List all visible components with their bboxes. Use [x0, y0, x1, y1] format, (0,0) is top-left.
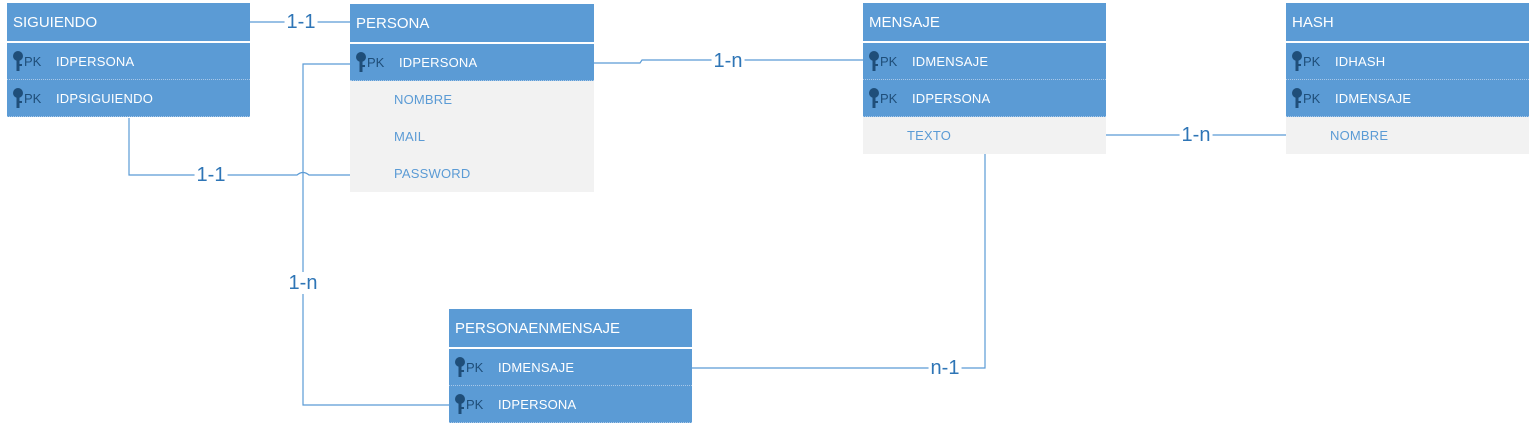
- pk-label: PK: [24, 53, 42, 69]
- entity-title: MENSAJE: [863, 3, 1106, 43]
- field-name: IDHASH: [1335, 53, 1386, 69]
- edge-persona-personaenmensaje: [302, 63, 450, 406]
- cardinality-persona-personaenmensaje: 1-n: [286, 272, 320, 294]
- key-icon: [13, 88, 23, 108]
- edge-persona-mensaje: [594, 59, 863, 64]
- pk-row-idpersona[interactable]: PK IDPERSONA: [449, 386, 692, 423]
- field-name: IDPERSONA: [498, 396, 577, 412]
- field-name: IDPSIGUIENDO: [56, 90, 154, 106]
- field-name: IDPERSONA: [399, 54, 478, 70]
- entity-siguiendo[interactable]: SIGUIENDO PK IDPERSONA PK IDPSIGUIENDO: [7, 3, 250, 117]
- pk-row-idpersona[interactable]: PK IDPERSONA: [7, 43, 250, 80]
- cardinality-siguiendo-persona-bottom: 1-1: [194, 164, 228, 186]
- pk-row-idhash[interactable]: PK IDHASH: [1286, 43, 1529, 80]
- field-name: PASSWORD: [394, 166, 471, 181]
- field-name: NOMBRE: [394, 92, 453, 107]
- attr-row-nombre[interactable]: NOMBRE: [350, 81, 594, 118]
- pk-label: PK: [880, 53, 898, 69]
- pk-label: PK: [1303, 53, 1321, 69]
- key-icon: [13, 51, 23, 71]
- edge-mensaje-personaenmensaje: [692, 153, 986, 369]
- key-icon: [869, 88, 879, 108]
- field-name: MAIL: [394, 129, 426, 144]
- pk-row-idpersona[interactable]: PK IDPERSONA: [863, 80, 1106, 117]
- pk-row-idmensaje[interactable]: PK IDMENSAJE: [863, 43, 1106, 80]
- cardinality-mensaje-personaenmensaje: n-1: [928, 357, 962, 379]
- pk-label: PK: [24, 90, 42, 106]
- key-icon: [1292, 51, 1302, 71]
- key-icon: [356, 52, 366, 72]
- field-name: IDMENSAJE: [498, 359, 575, 375]
- cardinality-persona-mensaje: 1-n: [711, 50, 745, 72]
- field-name: IDMENSAJE: [912, 53, 989, 69]
- attr-row-nombre[interactable]: NOMBRE: [1286, 117, 1529, 154]
- pk-label: PK: [466, 396, 484, 412]
- field-name: IDPERSONA: [912, 90, 991, 106]
- edge-siguiendo-persona-bottom: [128, 118, 350, 176]
- pk-row-idpersona[interactable]: PK IDPERSONA: [350, 44, 594, 81]
- pk-label: PK: [1303, 90, 1321, 106]
- pk-row-idpsiguiendo[interactable]: PK IDPSIGUIENDO: [7, 80, 250, 117]
- key-icon: [455, 394, 465, 414]
- field-name: IDMENSAJE: [1335, 90, 1412, 106]
- attr-row-texto[interactable]: TEXTO: [863, 117, 1106, 154]
- attr-row-password[interactable]: PASSWORD: [350, 155, 594, 192]
- entity-personaenmensaje[interactable]: PERSONAENMENSAJE PK IDMENSAJE PK IDPERSO…: [449, 309, 692, 423]
- cardinality-mensaje-hash: 1-n: [1179, 124, 1213, 146]
- entity-title: HASH: [1286, 3, 1529, 43]
- cardinality-siguiendo-persona-top: 1-1: [284, 11, 318, 33]
- entity-title: PERSONAENMENSAJE: [449, 309, 692, 349]
- entity-title: PERSONA: [350, 4, 594, 44]
- key-icon: [869, 51, 879, 71]
- key-icon: [455, 357, 465, 377]
- pk-label: PK: [466, 359, 484, 375]
- pk-row-idmensaje[interactable]: PK IDMENSAJE: [1286, 80, 1529, 117]
- entity-mensaje[interactable]: MENSAJE PK IDMENSAJE PK IDPERSONA TEXTO: [863, 3, 1106, 154]
- attr-row-mail[interactable]: MAIL: [350, 118, 594, 155]
- pk-label: PK: [367, 54, 385, 70]
- pk-row-idmensaje[interactable]: PK IDMENSAJE: [449, 349, 692, 386]
- field-name: NOMBRE: [1330, 128, 1389, 143]
- field-name: TEXTO: [907, 128, 952, 143]
- field-name: IDPERSONA: [56, 53, 135, 69]
- entity-hash[interactable]: HASH PK IDHASH PK IDMENSAJE NOMBRE: [1286, 3, 1529, 154]
- entity-title: SIGUIENDO: [7, 3, 250, 43]
- pk-label: PK: [880, 90, 898, 106]
- entity-persona[interactable]: PERSONA PK IDPERSONA NOMBRE MAIL PASSWOR…: [350, 4, 594, 192]
- key-icon: [1292, 88, 1302, 108]
